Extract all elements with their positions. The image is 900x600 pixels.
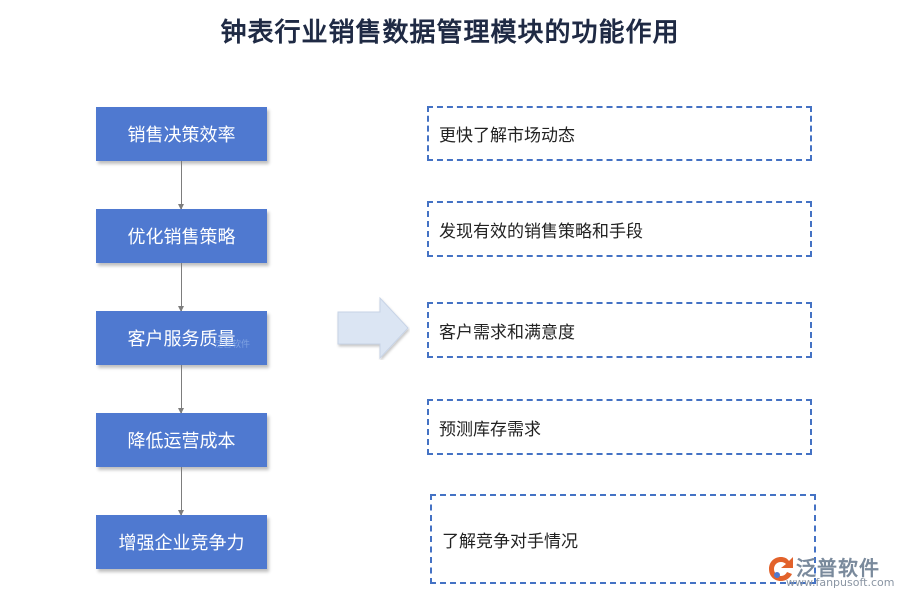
left-box-1: 销售决策效率 [96, 107, 267, 161]
logo-name: 泛普软件 [796, 556, 880, 580]
right-box-3: 客户需求和满意度 [427, 302, 812, 358]
diagram-title: 钟表行业销售数据管理模块的功能作用 [220, 18, 680, 48]
right-box-label: 预测库存需求 [439, 419, 541, 440]
watermark-text: 泛普软件 [214, 340, 251, 350]
connector-arrow-3 [178, 365, 184, 414]
brand-logo: 泛普软件 www.fanpusoft.com [766, 552, 896, 596]
right-box-label: 发现有效的销售策略和手段 [439, 221, 643, 242]
left-box-label: 客户服务质量 [127, 329, 236, 350]
right-box-2: 发现有效的销售策略和手段 [427, 201, 812, 257]
logo-url: www.fanpusoft.com [786, 576, 895, 589]
left-box-5: 增强企业竞争力 [96, 515, 267, 569]
left-box-label: 增强企业竞争力 [118, 533, 245, 554]
left-box-2: 优化销售策略 [96, 209, 267, 263]
right-box-4: 预测库存需求 [427, 399, 812, 455]
left-box-label: 优化销售策略 [127, 227, 236, 248]
left-box-3: 客户服务质量 [96, 311, 267, 365]
left-box-label: 降低运营成本 [127, 431, 236, 452]
right-box-label: 更快了解市场动态 [439, 126, 575, 146]
right-box-label: 了解竞争对手情况 [442, 531, 578, 552]
right-arrow-icon [337, 296, 409, 360]
left-box-label: 销售决策效率 [127, 125, 236, 146]
right-box-5: 了解竞争对手情况 [430, 494, 816, 584]
connector-arrow-1 [178, 161, 184, 210]
right-box-label: 客户需求和满意度 [439, 322, 575, 343]
right-box-1: 更快了解市场动态 [427, 106, 812, 161]
left-box-4: 降低运营成本 [96, 413, 267, 467]
connector-arrow-4 [178, 467, 184, 516]
connector-arrow-2 [178, 263, 184, 312]
logo-mark-icon [769, 557, 793, 581]
